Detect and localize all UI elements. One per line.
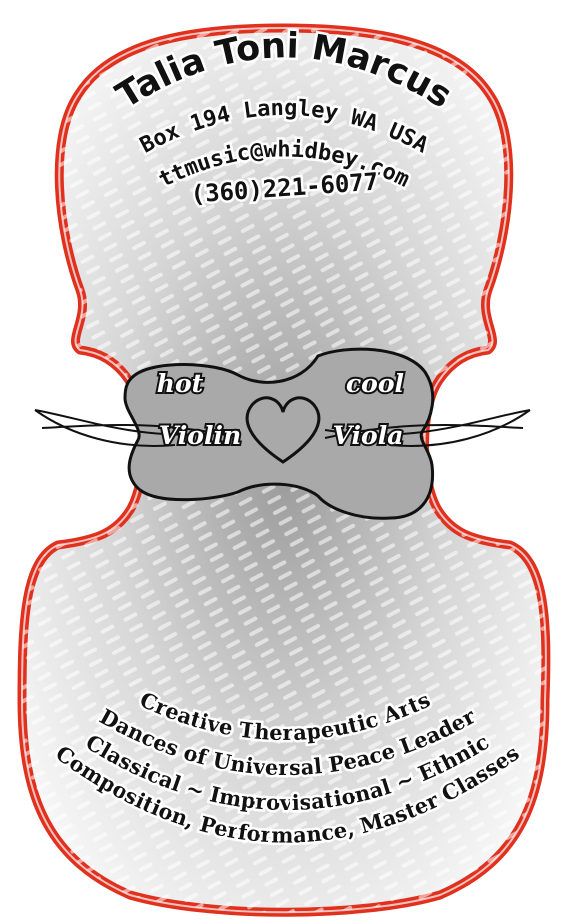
right-scroll-ornament bbox=[324, 409, 531, 447]
heart-icon bbox=[245, 396, 321, 464]
center-violin-shape bbox=[123, 347, 435, 520]
label-hot: hot bbox=[157, 369, 204, 398]
left-scroll-ornament bbox=[34, 409, 241, 447]
label-violin: Violin bbox=[159, 421, 241, 450]
label-viola: Viola bbox=[333, 421, 404, 450]
label-cool: cool bbox=[346, 369, 404, 398]
